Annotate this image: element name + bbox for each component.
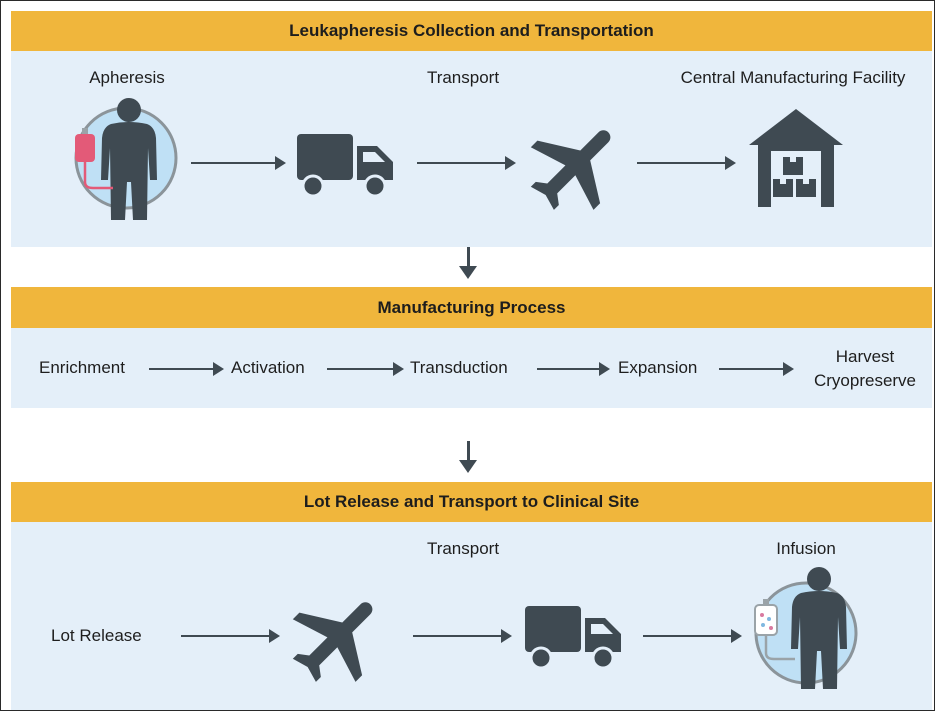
airplane-icon	[530, 130, 611, 210]
arrow-truck-to-infusion	[643, 629, 742, 643]
section-leukapheresis-title: Leukapheresis Collection and Transportat…	[289, 21, 654, 40]
arrow-plane-to-facility	[637, 156, 736, 170]
section-manufacturing-header: Manufacturing Process	[11, 287, 932, 328]
truck-icon	[297, 134, 393, 198]
warehouse-icon	[749, 109, 843, 207]
step-infusion-label: Infusion	[776, 539, 836, 558]
step-expansion-label: Expansion	[618, 358, 698, 377]
section-leukapheresis-header: Leukapheresis Collection and Transportat…	[11, 11, 932, 51]
step-transduction-label: Transduction	[410, 358, 508, 377]
step-central-manufacturing-label: Central Manufacturing Facility	[680, 68, 906, 87]
section-lot-release-title: Lot Release and Transport to Clinical Si…	[303, 492, 640, 511]
arrow-plane-to-truck	[413, 629, 512, 643]
truck-icon	[525, 606, 621, 670]
arrow-expansion-to-harvest	[719, 362, 794, 376]
arrow-lot-release-to-plane	[181, 629, 280, 643]
step-harvest-label: Harvest	[835, 347, 895, 366]
step-transport-label-2: Transport	[426, 539, 500, 558]
arrow-down-to-lot-release	[459, 441, 477, 473]
step-activation-label: Activation	[231, 358, 305, 377]
section-lot-release-header: Lot Release and Transport to Clinical Si…	[11, 482, 932, 522]
section-manufacturing-title: Manufacturing Process	[377, 298, 566, 317]
arrow-enrichment-to-activation	[149, 362, 224, 376]
arrow-apheresis-to-truck	[191, 156, 286, 170]
patient-apheresis-icon	[74, 98, 178, 220]
arrow-down-to-manufacturing	[459, 247, 477, 279]
arrow-activation-to-transduction	[327, 362, 404, 376]
step-cryopreserve-label: Cryopreserve	[813, 371, 917, 390]
airplane-icon	[292, 602, 373, 682]
step-transport-label: Transport	[426, 68, 500, 87]
step-lot-release-label: Lot Release	[51, 626, 142, 645]
step-apheresis-label: Apheresis	[89, 68, 165, 87]
arrow-transduction-to-expansion	[537, 362, 610, 376]
step-enrichment-label: Enrichment	[39, 358, 125, 377]
arrow-truck-to-plane	[417, 156, 516, 170]
patient-infusion-icon	[754, 567, 858, 689]
